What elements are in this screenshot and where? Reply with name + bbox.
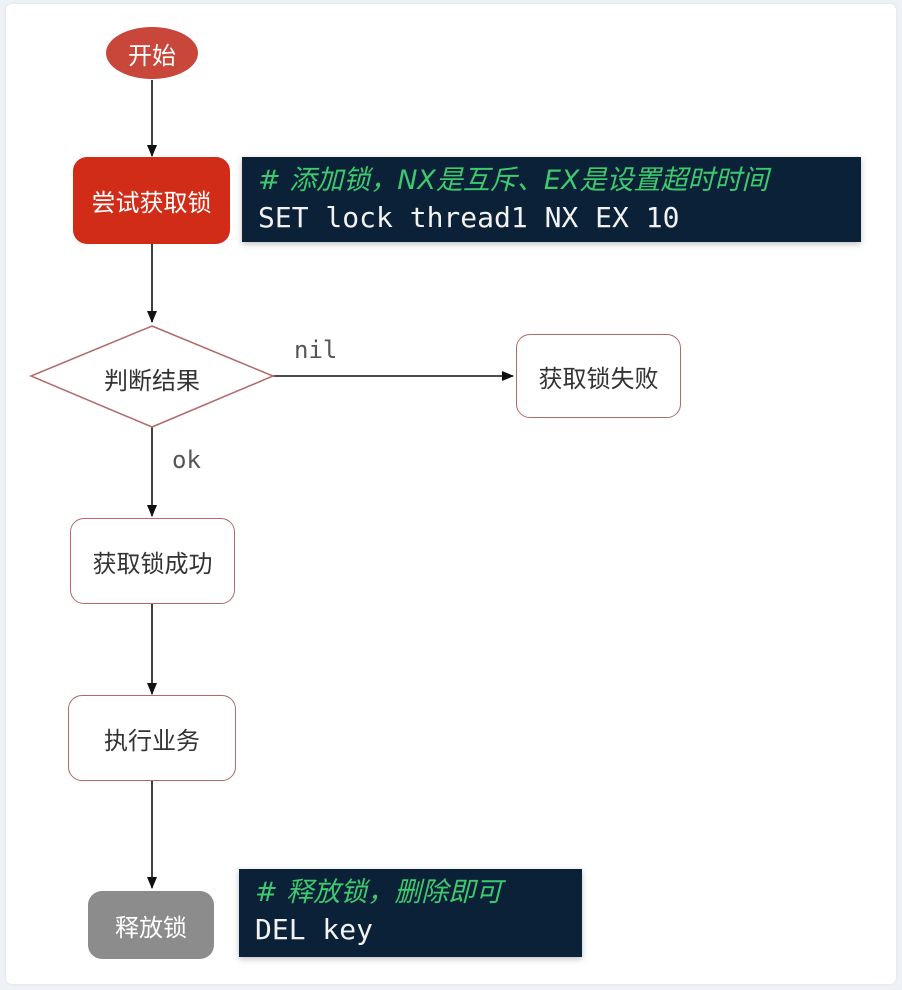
try-lock-node: 尝试获取锁 bbox=[73, 157, 230, 244]
edge-label-nil: nil bbox=[294, 336, 338, 364]
fail-label: 获取锁失败 bbox=[538, 364, 659, 393]
release-node: 释放锁 bbox=[88, 891, 214, 959]
judge-label: 判断结果 bbox=[104, 367, 200, 395]
decision-diamond bbox=[29, 325, 275, 428]
code-block-release-lock: # 释放锁，删除即可 DEL key bbox=[239, 869, 582, 957]
release-label: 释放锁 bbox=[115, 913, 187, 942]
try-lock-label: 尝试获取锁 bbox=[91, 189, 212, 217]
success-label: 获取锁成功 bbox=[92, 549, 213, 578]
execute-node: 执行业务 bbox=[68, 695, 236, 781]
execute-label: 执行业务 bbox=[104, 726, 200, 755]
fail-node: 获取锁失败 bbox=[516, 334, 681, 418]
code-comment-release-lock: # 释放锁，删除即可 bbox=[255, 877, 503, 908]
start-label: 开始 bbox=[128, 41, 176, 70]
start-node: 开始 bbox=[106, 27, 198, 79]
code-command-release-lock: DEL key bbox=[255, 913, 374, 946]
success-node: 获取锁成功 bbox=[70, 518, 235, 604]
code-block-set-lock: # 添加锁，NX是互斥、EX是设置超时时间 SET lock thread1 N… bbox=[242, 157, 861, 242]
code-comment-set-lock: # 添加锁，NX是互斥、EX是设置超时时间 bbox=[258, 165, 769, 196]
code-command-set-lock: SET lock thread1 NX EX 10 bbox=[258, 201, 680, 234]
edge-label-ok: ok bbox=[172, 446, 201, 474]
